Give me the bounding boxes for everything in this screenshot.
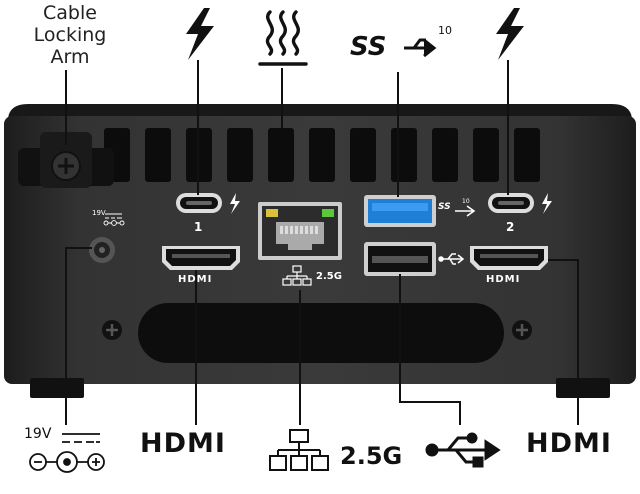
callout-lines [65,60,579,425]
screw-left [102,320,122,340]
hdmi-port-left-label: HDMI [178,274,213,285]
ethernet-small-icon [282,265,312,286]
dc-power-jack[interactable] [89,237,115,263]
thunderbolt-port-2[interactable] [488,193,534,213]
dc-voltage-small-label: 19V [92,209,106,217]
thunderbolt-icon-top-right [496,8,524,60]
thunderbolt-port-2-number: 2 [506,220,515,234]
usb-icon-bottom [425,432,501,468]
lower-slot [138,303,504,363]
usb-superspeed-small-mark: SS [438,202,451,212]
cable-locking-arm-line-1: Cable [43,2,97,24]
vent-slot [432,128,458,182]
thunderbolt-port-1-number: 1 [194,220,203,234]
callout-line-usb [399,274,461,425]
hdmi-port-right-label: HDMI [486,274,521,285]
superspeed-rate-top: 10 [438,24,452,37]
vent-slot [391,128,417,182]
vent-slot [145,128,171,182]
vent-slot [514,128,540,182]
foot-left [30,378,84,398]
thunderbolt-port-2-icon [542,193,552,214]
cable-locking-arm [18,132,114,188]
usb-a-superspeed-port[interactable] [364,195,436,227]
vent-slot [268,128,294,182]
ethernet-port[interactable] [258,202,342,260]
vent-slot [473,128,499,182]
vent-group [104,128,540,182]
cable-locking-arm-line-3: Arm [50,46,90,68]
usb-small-icon [438,253,465,265]
ethernet-speed-callout-label: 2.5G [340,442,403,470]
cable-locking-arm-line-2: Locking [33,24,107,46]
callout-line-dc [65,247,92,425]
dc-voltage-label: 19V [24,426,52,442]
hdmi-port-left[interactable] [162,246,240,270]
thunderbolt-icon-top-left [186,8,214,60]
usb-superspeed-icon-top [404,38,437,58]
heat-vent-icon [258,10,308,66]
dc-polarity-icon-bottom [29,433,105,473]
screw-right [512,320,532,340]
hdmi-left-callout-label: HDMI [140,428,226,459]
ethernet-icon-bottom [269,429,329,471]
thunderbolt-port-1[interactable] [176,193,222,213]
foot-right [556,378,610,398]
vent-slot [309,128,335,182]
thunderbolt-port-1-icon [230,193,240,214]
cable-locking-arm-label: Cable Locking Arm [20,2,120,68]
callout-line-hdmi-right [548,259,579,425]
usb-superspeed-small-icon [455,205,476,217]
superspeed-mark-top: SS [350,32,387,62]
vent-slot [227,128,253,182]
hdmi-port-right[interactable] [470,246,548,270]
hdmi-right-callout-label: HDMI [526,428,612,459]
dc-polarity-small-icon [103,213,125,226]
usb-a-port[interactable] [364,242,436,276]
usb-superspeed-small-rate: 10 [462,198,470,205]
chassis-top-lid [8,104,632,118]
vent-slot [350,128,376,182]
ethernet-port-speed-label: 2.5G [316,271,342,282]
